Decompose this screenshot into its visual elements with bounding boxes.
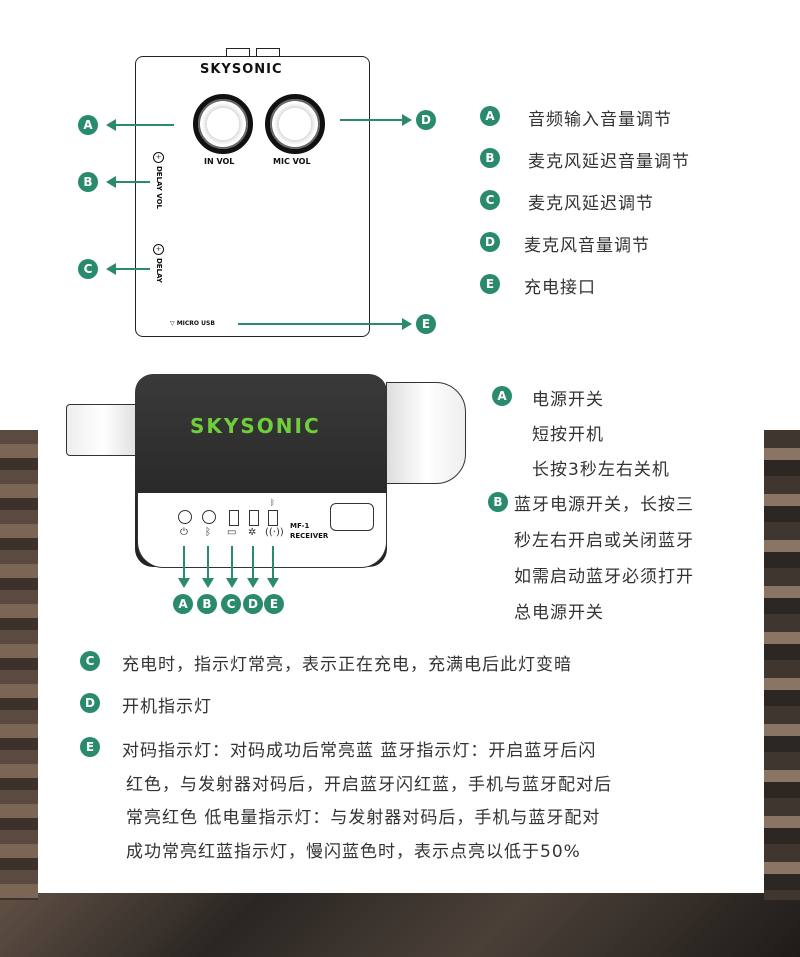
delay-vol-label: DELAY VOL xyxy=(155,166,163,210)
note-c-line1: 充电时，指示灯常亮，表示正在充电，充满电后此灯变暗 xyxy=(122,655,572,675)
receiver-legend-badge-a: A xyxy=(492,386,512,406)
legend-badge-a: A xyxy=(480,106,500,126)
note-e-line1: 对码指示灯：对码成功后常亮蓝 蓝牙指示灯：开启蓝牙后闪 xyxy=(122,741,597,761)
pairing-indicator xyxy=(268,510,278,526)
receiver-legend-a-line3: 长按3秒左右关机 xyxy=(532,460,670,480)
arrow-b-head xyxy=(106,176,116,188)
micro-usb-label: ▽ MICRO USB xyxy=(170,320,215,327)
arrow-c-head xyxy=(106,263,116,275)
arrow-down-a xyxy=(183,546,185,580)
sun-icon: ✲ xyxy=(248,527,257,538)
battery-icon: ▭ xyxy=(227,527,237,538)
note-badge-e: E xyxy=(80,737,100,757)
arrow-down-a-head xyxy=(178,578,190,588)
delay-vol-dial-icon: + xyxy=(153,152,164,163)
receiver-legend-b-line2: 秒左右开启或关闭蓝牙 xyxy=(514,531,694,551)
delay-dial-icon: + xyxy=(153,244,164,255)
signal-icon: ((·)) xyxy=(265,527,284,538)
callout-badge-d: D xyxy=(416,110,436,130)
arrow-down-d-head xyxy=(247,578,259,588)
background-left-strip xyxy=(0,430,38,900)
legend-text-d: 麦克风音量调节 xyxy=(524,236,650,256)
callout-badge-a: A xyxy=(78,115,98,135)
receiver-plug-left xyxy=(66,404,140,456)
arrow-e-line xyxy=(238,323,402,325)
receiver-logo: SKYSONIC xyxy=(190,414,321,438)
receiver-badge-d: D xyxy=(243,594,263,614)
note-d-line1: 开机指示灯 xyxy=(122,697,212,717)
legend-text-a: 音频输入音量调节 xyxy=(528,110,672,130)
bluetooth-icon: ᛒ xyxy=(205,527,211,538)
legend-badge-b: B xyxy=(480,148,500,168)
legend-text-b: 麦克风延迟音量调节 xyxy=(528,152,690,172)
callout-badge-c: C xyxy=(78,259,98,279)
power-button xyxy=(178,510,192,524)
arrow-e-head xyxy=(402,318,412,330)
charge-indicator xyxy=(229,510,239,526)
arrow-down-b xyxy=(207,546,209,580)
legend-text-c: 麦克风延迟调节 xyxy=(528,194,654,214)
arrow-down-b-head xyxy=(202,578,214,588)
receiver-legend-badge-b: B xyxy=(488,492,508,512)
connector-left xyxy=(226,48,250,58)
legend-badge-d: D xyxy=(480,232,500,252)
bluetooth-small-icon: ᛒ xyxy=(270,498,275,507)
note-e-line2: 红色，与发射器对码后，开启蓝牙闪红蓝，手机与蓝牙配对后 xyxy=(126,775,612,795)
receiver-plug-right xyxy=(386,382,466,484)
receiver-badge-e: E xyxy=(264,594,284,614)
legend-badge-e: E xyxy=(480,274,500,294)
legend-text-e: 充电接口 xyxy=(524,278,596,298)
receiver-badge-b: B xyxy=(197,594,217,614)
in-vol-knob xyxy=(193,94,253,154)
bluetooth-button xyxy=(202,510,216,524)
arrow-d-line xyxy=(340,119,402,121)
receiver-legend-b-line1: 蓝牙电源开关，长按三 xyxy=(514,495,694,515)
model-label: MF-1 xyxy=(290,522,310,530)
arrow-a-line xyxy=(114,124,174,126)
receiver-badge-a: A xyxy=(173,594,193,614)
mic-vol-knob xyxy=(265,94,325,154)
receiver-legend-a-line2: 短按开机 xyxy=(532,425,604,445)
power-indicator xyxy=(249,510,259,526)
usb-port xyxy=(330,503,374,531)
control-panel-device xyxy=(135,56,370,337)
arrow-down-e xyxy=(272,546,274,580)
callout-badge-b: B xyxy=(78,172,98,192)
note-badge-d: D xyxy=(80,693,100,713)
receiver-label: RECEIVER xyxy=(290,532,329,540)
power-icon: ⏻ xyxy=(180,527,188,538)
arrow-c-line xyxy=(114,268,150,270)
delay-label: DELAY xyxy=(155,258,163,283)
receiver-badge-c: C xyxy=(221,594,241,614)
in-vol-label: IN VOL xyxy=(204,157,235,166)
connector-right xyxy=(256,48,280,58)
arrow-down-c xyxy=(231,546,233,580)
note-e-line4: 成功常亮红蓝指示灯，慢闪蓝色时，表示点亮以低于50% xyxy=(126,842,581,862)
mic-vol-label: MIC VOL xyxy=(273,157,311,166)
receiver-legend-a-line1: 电源开关 xyxy=(532,390,604,410)
note-e-line3: 常亮红色 低电量指示灯：与发射器对码后，手机与蓝牙配对 xyxy=(126,808,601,828)
arrow-d-head xyxy=(402,114,412,126)
note-badge-c: C xyxy=(80,651,100,671)
legend-badge-c: C xyxy=(480,190,500,210)
arrow-a-head xyxy=(106,119,116,131)
panel-logo: SKYSONIC xyxy=(200,62,283,77)
receiver-legend-b-line4: 总电源开关 xyxy=(514,603,604,623)
callout-badge-e: E xyxy=(416,314,436,334)
background-right-strip xyxy=(764,430,800,900)
arrow-down-c-head xyxy=(226,578,238,588)
arrow-down-e-head xyxy=(267,578,279,588)
arrow-b-line xyxy=(114,181,150,183)
receiver-legend-b-line3: 如需启动蓝牙必须打开 xyxy=(514,567,694,587)
arrow-down-d xyxy=(252,546,254,580)
